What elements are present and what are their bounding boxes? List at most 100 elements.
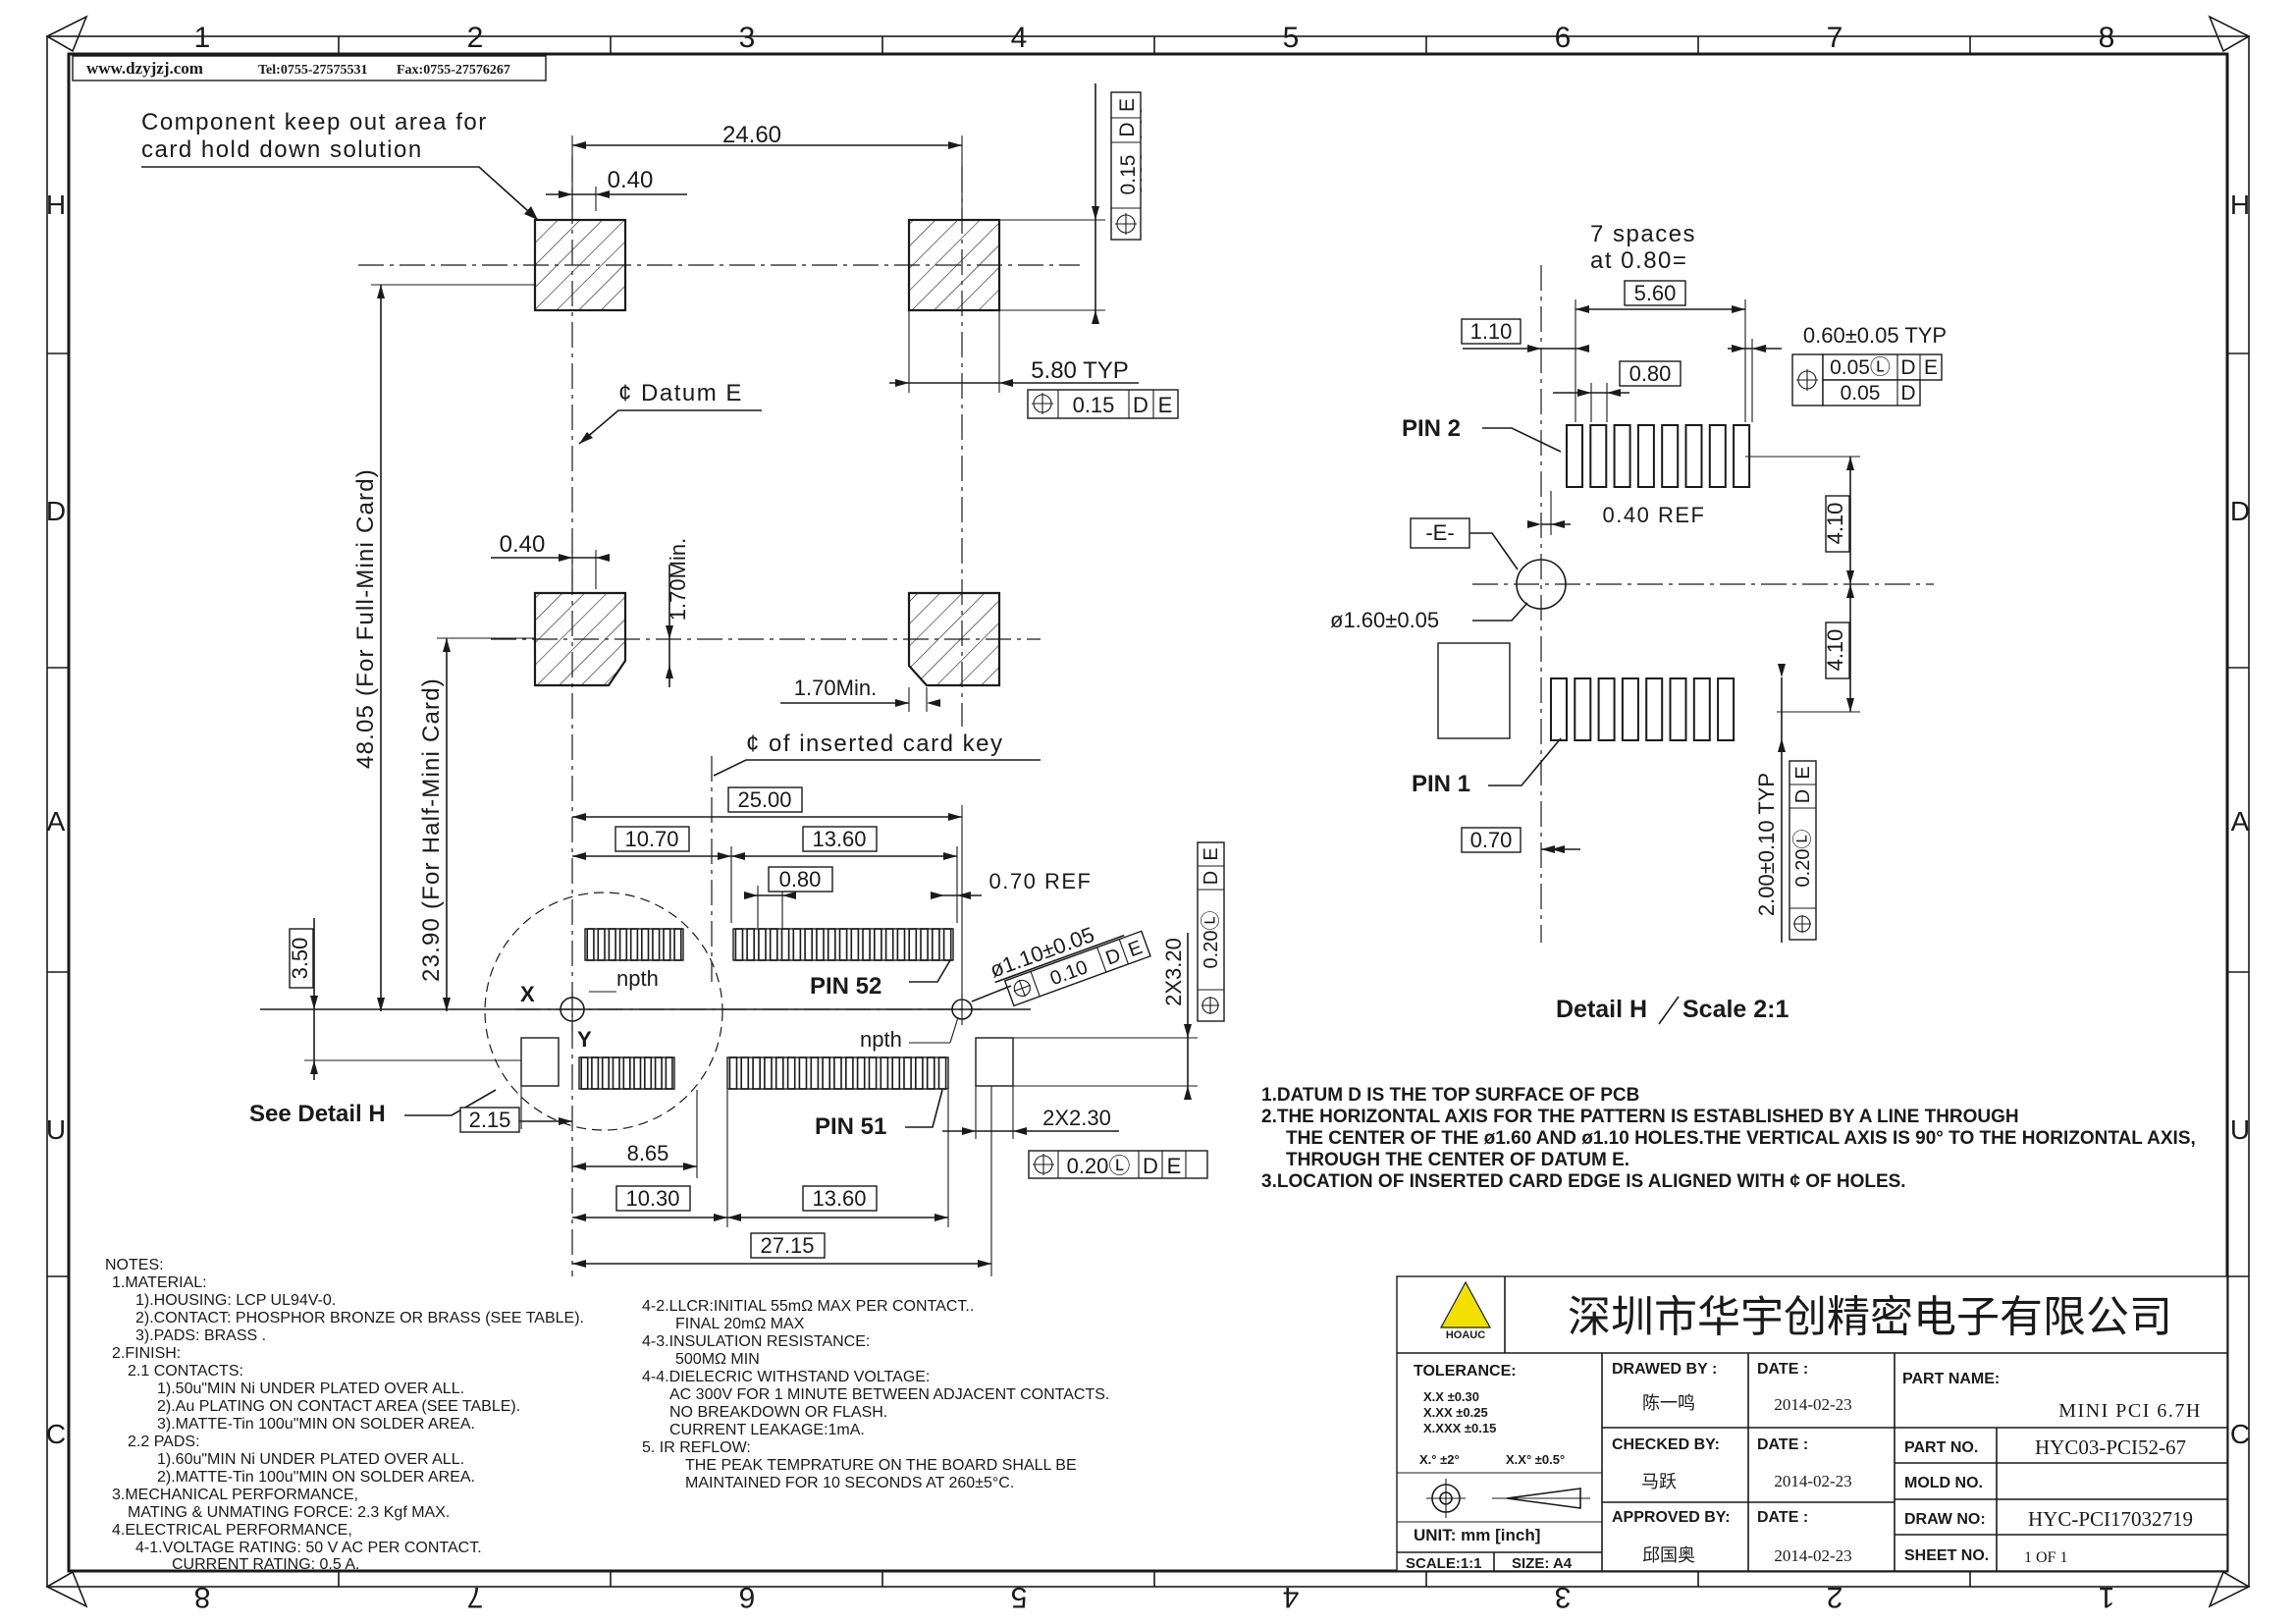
contact-row-top-left: [584, 928, 684, 961]
detail-fcf-v-datum-d: D: [1792, 789, 1814, 803]
note-l-15: 4.ELECTRICAL PERFORMANCE,: [112, 1522, 352, 1539]
dim-1-70-min-vertical: 1.70Min.: [666, 538, 690, 621]
detail-datum-e-box: -E-: [1425, 520, 1454, 545]
detail-pin-1-label: PIN 1: [1412, 771, 1470, 797]
zone-top-4: 4: [1011, 22, 1028, 54]
zone-top-7: 7: [1827, 22, 1843, 54]
dim-1-70-min-horizontal: 1.70Min.: [794, 676, 877, 700]
header-fax: Fax:0755-27576267: [397, 63, 510, 78]
dim-2x2-30: 2X2.30: [1042, 1106, 1111, 1130]
dim-0-80-main: 0.80: [779, 867, 822, 892]
detail-fcf-v-tol: 0.20Ⓛ: [1791, 830, 1814, 888]
sheet-no-value: 1 OF 1: [2024, 1549, 2067, 1566]
contact-finger: [663, 928, 671, 961]
tol-angle-1: X.° ±2°: [1419, 1452, 1460, 1467]
detail-contact: [1645, 677, 1664, 741]
date-label-1: DATE :: [1757, 1361, 1808, 1378]
unit-label: UNIT: mm [inch]: [1414, 1526, 1540, 1544]
header-strip: www.dzyjzj.com Tel:0755-27575531 Fax:075…: [72, 55, 547, 81]
checked-by-label: CHECKED BY:: [1612, 1436, 1720, 1453]
contact-finger: [612, 1056, 620, 1090]
zone-top-2: 2: [467, 22, 484, 54]
contact-finger: [810, 1056, 820, 1090]
note-m-10: MAINTAINED FOR 10 SECONDS AT 260±5°C.: [685, 1475, 1014, 1491]
zone-top-3: 3: [739, 22, 756, 54]
contact-finger: [880, 1056, 889, 1090]
zone-top-5: 5: [1283, 22, 1300, 54]
contact-finger: [868, 1056, 878, 1090]
fcf-h-datum-d: D: [1133, 393, 1148, 417]
zone-bottom-3: 3: [1555, 1581, 1572, 1613]
contact-finger: [931, 928, 940, 961]
contact-finger: [640, 928, 650, 961]
detail-dim-4-10-b: 4.10: [1823, 629, 1847, 672]
contact-finger: [822, 1056, 830, 1090]
datum-note-1: 1.DATUM D IS THE TOP SURFACE OF PCB: [1261, 1085, 1639, 1106]
size-label: SIZE: A4: [1512, 1555, 1573, 1572]
note-m-8: 5. IR REFLOW:: [642, 1439, 751, 1456]
contact-finger: [608, 928, 616, 961]
fcf-h2-datum-d: D: [1143, 1154, 1158, 1178]
zone-right-U: U: [2230, 1114, 2250, 1145]
contact-finger: [816, 928, 825, 961]
date-1: 2014-02-23: [1774, 1395, 1851, 1414]
detail-h-callout-circle: [484, 892, 723, 1131]
contact-finger: [673, 928, 682, 961]
dim-8-65: 8.65: [627, 1141, 669, 1165]
part-name-value: MINI PCI 6.7H: [2058, 1400, 2202, 1422]
part-name-label: PART NAME:: [1902, 1371, 2000, 1387]
contact-finger: [884, 928, 894, 961]
dim-0-40-top: 0.40: [608, 167, 654, 193]
detail-contact: [1597, 677, 1616, 741]
contact-finger: [597, 928, 606, 961]
fcf-angled-datum-d: D: [1103, 945, 1124, 970]
note-l-0: NOTES:: [105, 1257, 164, 1273]
contact-finger: [633, 1056, 642, 1090]
drawn-by-name: 陈一鸣: [1642, 1393, 1695, 1413]
drawn-by-label: DRAWED BY :: [1612, 1361, 1717, 1378]
contact-finger: [780, 928, 790, 961]
detail-dim-0-80: 0.80: [1629, 361, 1672, 386]
contact-finger: [746, 928, 755, 961]
pin-51-label: PIN 51: [815, 1113, 886, 1140]
contact-finger: [896, 928, 906, 961]
contact-finger: [908, 928, 918, 961]
detail-contact: [1669, 677, 1687, 741]
approved-by-name: 邱国奥: [1642, 1545, 1695, 1565]
detail-solder-pad: [1437, 642, 1511, 739]
zone-bottom-7: 7: [467, 1581, 484, 1613]
detail-fcf-0-60: 0.05Ⓛ D E 0.05 D: [1791, 353, 1943, 406]
zone-left-C: C: [46, 1419, 66, 1449]
detail-h-caption: Detail H: [1556, 996, 1647, 1023]
company-logo: HOAUC: [1439, 1280, 1492, 1341]
contact-finger: [752, 1056, 761, 1090]
dim-48-05-full-mini: 48.05 (For Full-Mini Card): [352, 468, 379, 769]
zone-bottom-5: 5: [1011, 1581, 1028, 1613]
fcf-horizontal-015: 0.15 D E: [1027, 389, 1179, 419]
note-l-5: 2.FINISH:: [112, 1345, 181, 1362]
contact-finger: [728, 1056, 738, 1090]
fcf-vertical-020L: E D 0.20Ⓛ: [1197, 841, 1225, 1022]
dim-5-80-typ-horizontal: 5.80 TYP: [1031, 357, 1129, 384]
contact-finger: [734, 928, 744, 961]
note-l-12: 2).MATTE-Tin 100u"MIN ON SOLDER AREA.: [157, 1469, 475, 1486]
detail-dim-0-60: 0.60±0.05 TYP: [1803, 323, 1947, 348]
note-l-13: 3.MECHANICAL PERFORMANCE,: [112, 1487, 358, 1503]
note-m-2: 4-3.INSULATION RESISTANCE:: [642, 1333, 870, 1350]
dim-3-50: 3.50: [288, 938, 312, 980]
fcf-v-datum-e: E: [1116, 98, 1139, 112]
dim-27-15: 27.15: [760, 1233, 814, 1258]
datum-notes: 1.DATUM D IS THE TOP SURFACE OF PCB 2.TH…: [1261, 1085, 2196, 1192]
fcf-v-tol: 0.15: [1117, 155, 1140, 195]
date-2: 2014-02-23: [1774, 1472, 1851, 1490]
contact-finger: [764, 1056, 773, 1090]
datum-note-4: THROUGH THE CENTER OF DATUM E.: [1286, 1150, 1629, 1170]
note-m-7: CURRENT LEAKAGE:1mA.: [669, 1422, 865, 1438]
dim-10-30: 10.30: [625, 1186, 679, 1211]
zone-top-6: 6: [1555, 22, 1572, 54]
note-l-14: MATING & UNMATING FORCE: 2.3 Kgf MAX.: [128, 1504, 450, 1521]
contact-finger: [629, 928, 639, 961]
note-m-1: FINAL 20mΩ MAX: [675, 1316, 805, 1332]
tol-angle-2: X.X° ±0.5°: [1506, 1452, 1565, 1467]
detail-fcf-datum-d-2: D: [1900, 382, 1915, 405]
